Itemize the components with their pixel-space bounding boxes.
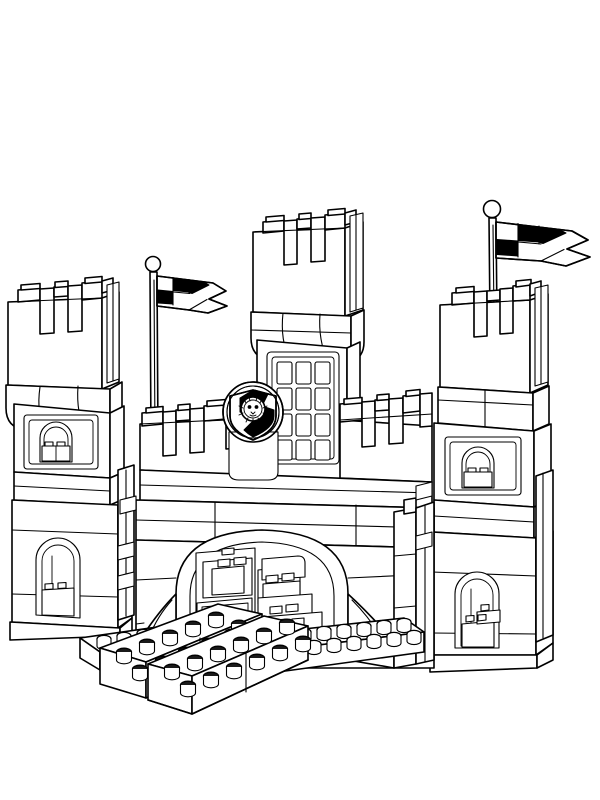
left-flag [156,275,228,314]
lion-head-icon [238,396,268,424]
left-tower-base [9,497,133,641]
center-tower-crenellations [252,207,364,317]
right-tower [429,199,591,673]
lion-shield-medallion [222,381,284,481]
right-tower-base [429,530,554,673]
right-tower-rear-column [535,469,554,643]
center-gate-tower [250,207,365,486]
right-tower-window-block [433,422,552,508]
left-tower-crenellations [7,275,120,390]
right-flag [482,199,591,267]
center-tower-window [276,361,331,461]
brick-ramp-plate-b-studs [163,618,312,698]
right-base-connectors [415,481,433,551]
brick-ramp [99,603,312,715]
right-tower-corbel [437,385,550,432]
left-tower [5,275,135,641]
left-base-connectors [117,495,137,591]
left-tower-window-block [13,403,125,479]
right-tower-crenellations [439,278,549,394]
